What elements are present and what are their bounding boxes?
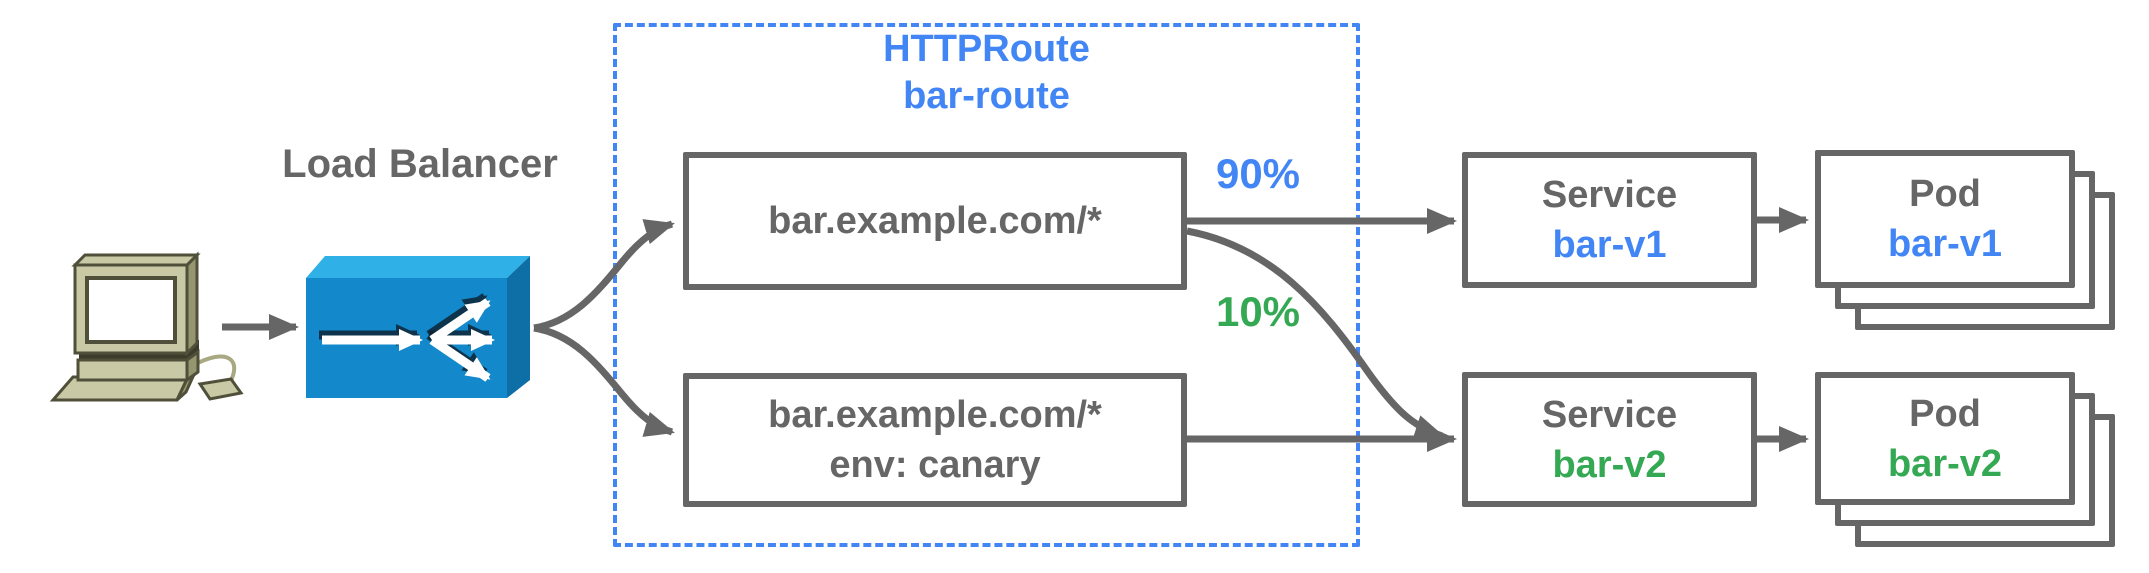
weight-90-label: 90%: [1215, 150, 1301, 197]
pod-v1-kind-label: Pod: [1909, 173, 1981, 215]
pod-v2-kind-label: Pod: [1909, 392, 1981, 435]
pod-v2-name-label: bar-v2: [1887, 442, 2003, 485]
service-v1-name-label: bar-v1: [1552, 224, 1667, 266]
load-balancer-icon: [306, 256, 530, 398]
rule-box-bar-example-canary: bar.example.com/* env: canary: [683, 373, 1187, 507]
client-computer-icon: [49, 251, 244, 402]
httproute-name-label: bar-route: [903, 75, 1070, 117]
pod-bar-v2-box: Pod bar-v2: [1815, 372, 2075, 505]
service-bar-v1-box: Service bar-v1: [1462, 152, 1757, 288]
service-bar-v2-box: Service bar-v2: [1462, 372, 1757, 507]
rule2-header-label: env: canary: [829, 444, 1041, 486]
service-v1-kind-label: Service: [1541, 174, 1678, 216]
rule2-match-label: bar.example.com/*: [768, 394, 1102, 436]
weight-10-label: 10%: [1215, 288, 1301, 335]
load-balancer-arrows: [322, 298, 495, 382]
pod-v1-name-label: bar-v1: [1887, 223, 2003, 265]
httproute-title: HTTPRoute bar-route: [613, 26, 1360, 120]
load-balancer-label: Load Balancer: [282, 142, 558, 186]
load-balancer-arrows-shadow: [319, 293, 492, 377]
service-v2-name-label: bar-v2: [1552, 443, 1667, 486]
service-v2-kind-label: Service: [1541, 393, 1678, 436]
httproute-kind-label: HTTPRoute: [883, 28, 1090, 70]
rule1-match-label: bar.example.com/*: [768, 200, 1102, 242]
rule-box-bar-example: bar.example.com/*: [683, 152, 1187, 290]
pod-bar-v1-box: Pod bar-v1: [1815, 150, 2075, 288]
